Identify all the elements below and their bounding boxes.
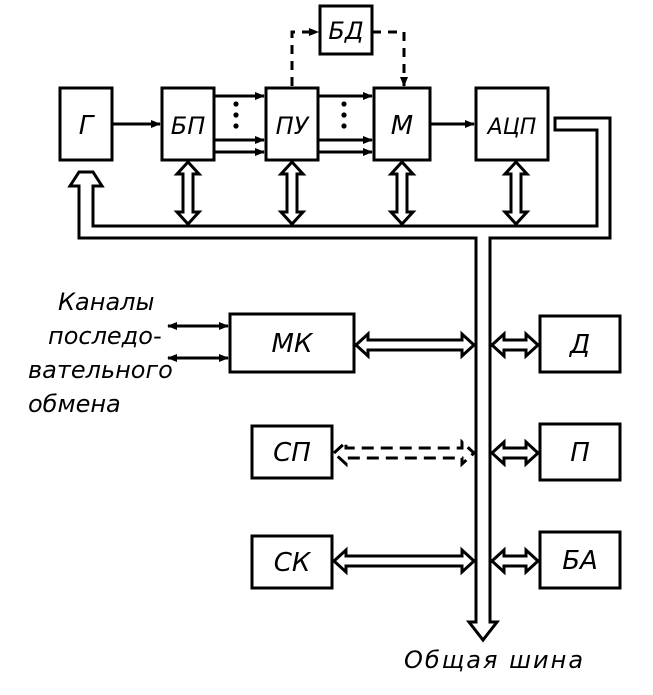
label-acp: АЦП xyxy=(486,115,537,140)
bus-arrow-sp xyxy=(331,438,477,468)
common-bus-label: Общая шина xyxy=(404,646,585,674)
dot xyxy=(233,123,239,129)
bus-arrow-bp xyxy=(173,159,203,227)
block-mk xyxy=(228,312,356,374)
label-g: Г xyxy=(79,111,96,141)
label-bd: БД xyxy=(328,17,363,45)
block-acp xyxy=(474,86,550,162)
label-sk: СК xyxy=(274,548,312,578)
label-pu: ПУ xyxy=(276,112,310,140)
bus-arrow-ba xyxy=(489,546,541,576)
channels-label-line4: обмена xyxy=(28,390,121,418)
bus-arrow-acp xyxy=(501,159,531,227)
channels-label-line2: последо- xyxy=(48,322,162,350)
dashed-pu-bd xyxy=(290,28,319,86)
dot xyxy=(341,123,347,129)
label-d: Д xyxy=(569,330,590,360)
bus-arrow-d xyxy=(489,330,541,360)
bus-arrow-m xyxy=(387,159,417,227)
block-sk xyxy=(250,534,334,590)
block-bp xyxy=(160,86,216,162)
label-m: М xyxy=(391,111,413,141)
common-bus xyxy=(67,116,612,643)
block-ba xyxy=(538,530,622,590)
block-sp xyxy=(250,424,334,480)
block-d xyxy=(538,314,622,374)
dot xyxy=(341,101,347,107)
block-p xyxy=(538,422,622,482)
block-pu xyxy=(264,86,320,162)
channels-label-line3: вательного xyxy=(28,356,173,384)
bus-arrow-mk xyxy=(353,330,477,360)
label-p: П xyxy=(570,438,590,468)
label-bp: БП xyxy=(171,112,206,140)
block-bd xyxy=(318,4,374,56)
bus-arrow-pu xyxy=(277,159,307,227)
dashed-bd-m xyxy=(372,30,408,87)
dot xyxy=(341,112,347,118)
bus-arrow-sk xyxy=(331,546,477,576)
dot xyxy=(233,112,239,118)
label-ba: БА xyxy=(562,546,598,576)
bus-arrow-p xyxy=(489,438,541,468)
dot xyxy=(233,101,239,107)
label-sp: СП xyxy=(273,438,311,468)
label-mk: МК xyxy=(272,329,314,359)
channels-label-line1: Каналы xyxy=(58,288,154,316)
